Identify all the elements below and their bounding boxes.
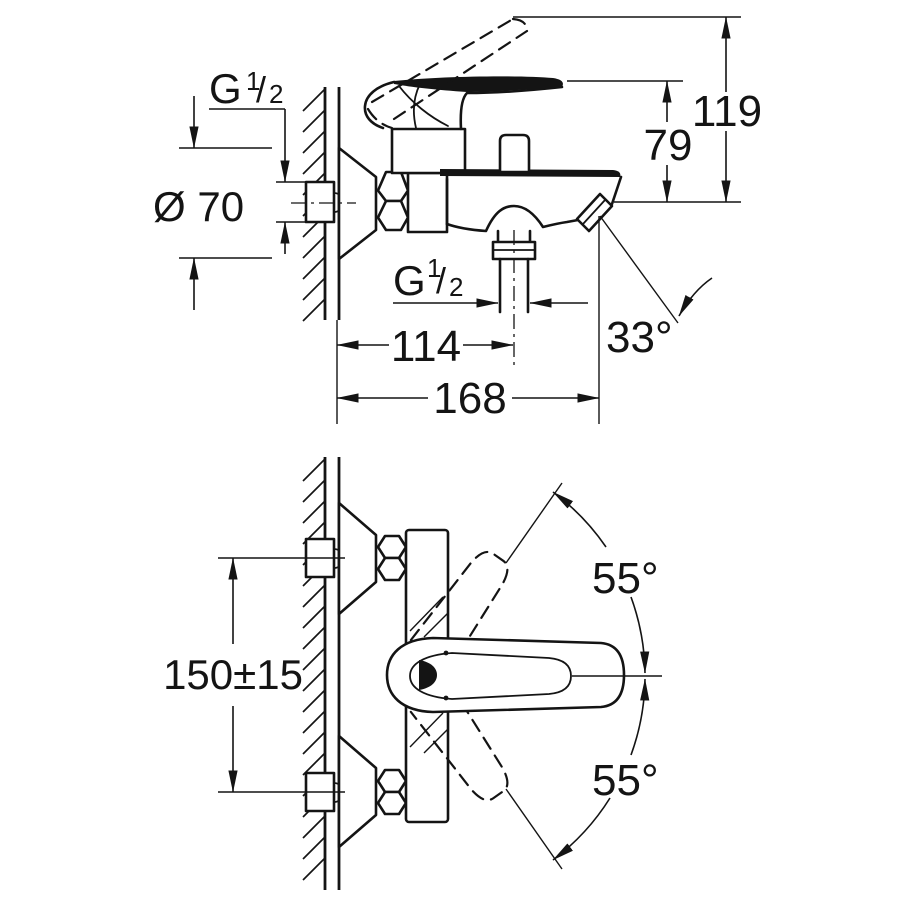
handle-lever-front <box>385 636 626 714</box>
body-connector-side <box>406 171 449 234</box>
dim-label: 150±15 <box>163 651 303 698</box>
dim-escutcheon-diameter: Ø 70 <box>153 96 272 310</box>
dim-label: / <box>256 69 266 110</box>
union-nut-front-upper <box>376 534 408 582</box>
handle-lever-side <box>363 76 564 131</box>
dim-label: 1 <box>427 253 441 283</box>
dim-height-79: 79 <box>567 80 693 203</box>
handle-logo-mark-icon <box>419 660 437 690</box>
handle-swung-down-dashed <box>409 683 509 802</box>
body-plate-shine-icon <box>409 596 449 754</box>
union-nut-side <box>376 170 410 232</box>
dim-swing-upper-55: 55° <box>505 482 659 674</box>
dim-label: G <box>393 257 426 304</box>
dim-label: 79 <box>644 121 693 170</box>
supply-union-side <box>304 180 345 224</box>
front-view: 150±15 55° 55° <box>163 457 662 890</box>
dim-label: / <box>436 260 446 301</box>
diverter-knob <box>498 133 531 174</box>
dim-label: 114 <box>391 322 461 371</box>
dim-connection-distance-150: 150±15 <box>163 557 345 793</box>
escutcheon-side <box>337 146 378 261</box>
dim-label: 119 <box>692 87 762 136</box>
dim-label: 55° <box>592 554 659 603</box>
dim-thread-bottom: G 1 / 2 <box>393 253 588 308</box>
dim-label: 168 <box>433 374 506 423</box>
escutcheon-front-upper <box>337 501 378 616</box>
dim-label: 33° <box>606 313 673 362</box>
deck-top-edge <box>440 169 621 177</box>
handle-swung-up-dashed <box>409 550 509 669</box>
dim-swing-lower-55: 55° <box>505 678 659 870</box>
union-nut-front-lower <box>376 768 408 816</box>
dim-thread-top: G 1 / 2 <box>209 65 306 254</box>
dim-projection-168: 168 <box>336 216 600 424</box>
dim-label: 1 <box>246 66 260 96</box>
dim-spout-angle-33: 33° <box>599 215 713 362</box>
escutcheon-front-lower <box>337 734 378 849</box>
dim-label: 2 <box>269 79 283 109</box>
dim-label: Ø 70 <box>153 183 244 230</box>
dim-label: G <box>209 65 242 112</box>
handle-raised-dashed <box>370 17 529 121</box>
side-view: G 1 / 2 Ø 70 119 79 <box>153 16 762 424</box>
wall-hatch-front-icon <box>302 458 326 881</box>
dim-height-119: 119 <box>513 16 762 203</box>
dim-label: 55° <box>592 756 659 805</box>
dim-label: 2 <box>449 272 463 302</box>
cartridge-housing-side <box>390 127 467 175</box>
dim-projection-114: 114 <box>336 320 514 424</box>
faucet-body-side <box>440 169 623 233</box>
wall-front <box>323 457 341 890</box>
